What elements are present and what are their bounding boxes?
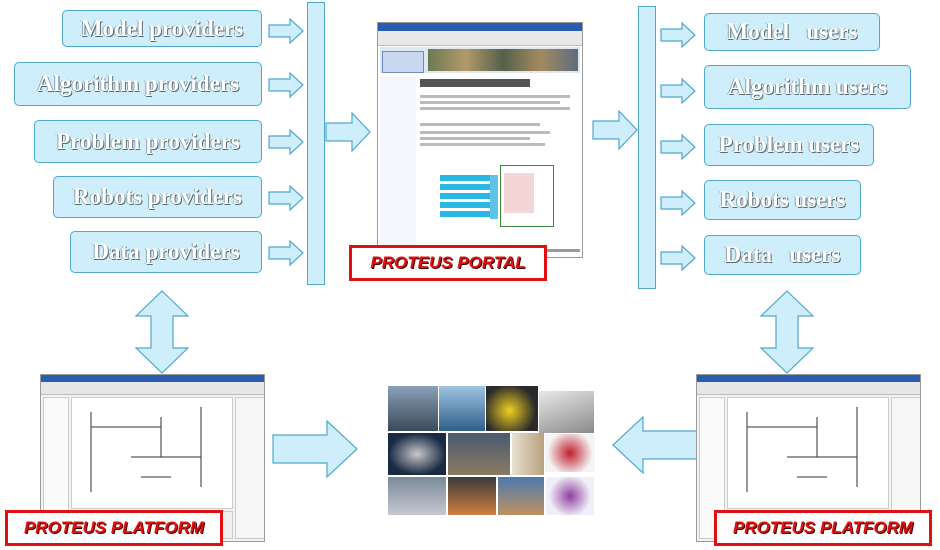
left-double-arrow — [134, 290, 190, 374]
provider-box-model: Model providers — [62, 10, 262, 47]
from-portal-arrow — [592, 109, 638, 151]
provider-label: Problem providers — [56, 128, 240, 154]
provider-collector-bar — [307, 2, 325, 285]
user-arrow-5 — [660, 244, 696, 272]
provider-arrow-5 — [268, 239, 304, 267]
provider-label: Data providers — [92, 239, 240, 264]
provider-label: Algorithm providers — [36, 71, 240, 96]
user-label: Problem users — [718, 132, 860, 157]
user-arrow-3 — [660, 133, 696, 161]
robot-photo — [388, 386, 438, 431]
robot-photo — [448, 433, 510, 475]
robot-photo — [512, 433, 544, 475]
provider-arrow-4 — [268, 184, 304, 212]
user-box-robots: Robots users — [704, 180, 861, 220]
robot-photo — [486, 386, 538, 431]
user-label: Robots users — [719, 187, 846, 212]
robot-photo — [388, 477, 446, 515]
robot-photo — [545, 434, 595, 472]
user-label: Model users — [726, 19, 858, 44]
provider-arrow-1 — [268, 17, 304, 45]
portal-label: PROTEUS PORTAL — [349, 245, 547, 281]
user-label: Algorithm users — [727, 74, 888, 99]
robot-photo — [448, 477, 496, 515]
provider-label: Model providers — [80, 15, 244, 41]
platform-label-right: PROTEUS PLATFORM — [714, 510, 932, 546]
robot-photo — [539, 391, 594, 433]
robots-collage — [388, 386, 596, 516]
right-double-arrow — [759, 290, 815, 374]
robot-photo — [388, 433, 446, 475]
portal-logo — [382, 51, 424, 73]
provider-arrow-2 — [268, 71, 304, 99]
robot-photo — [439, 386, 485, 431]
provider-arrow-3 — [268, 128, 304, 156]
provider-box-data: Data providers — [70, 231, 262, 273]
user-arrow-2 — [660, 77, 696, 105]
right-to-robots-arrow — [612, 415, 698, 475]
robot-photo — [498, 477, 544, 515]
user-arrow-4 — [660, 189, 696, 217]
platform-label-left: PROTEUS PLATFORM — [5, 510, 223, 546]
user-box-algorithm: Algorithm users — [704, 65, 911, 109]
provider-box-problem: Problem providers — [34, 120, 262, 163]
user-distributor-bar — [638, 6, 656, 289]
platform-screenshot-left — [40, 374, 265, 542]
user-arrow-1 — [660, 21, 696, 49]
user-box-model: Model users — [704, 13, 880, 51]
provider-box-robots: Robots providers — [53, 176, 262, 218]
user-label: Data users — [724, 242, 841, 267]
left-to-robots-arrow — [272, 419, 358, 479]
to-portal-arrow — [325, 111, 371, 153]
portal-screenshot — [377, 22, 583, 258]
robot-photo — [546, 477, 594, 515]
user-box-problem: Problem users — [704, 124, 874, 166]
provider-box-algorithm: Algorithm providers — [14, 62, 262, 106]
user-box-data: Data users — [704, 235, 861, 275]
provider-label: Robots providers — [73, 184, 242, 209]
